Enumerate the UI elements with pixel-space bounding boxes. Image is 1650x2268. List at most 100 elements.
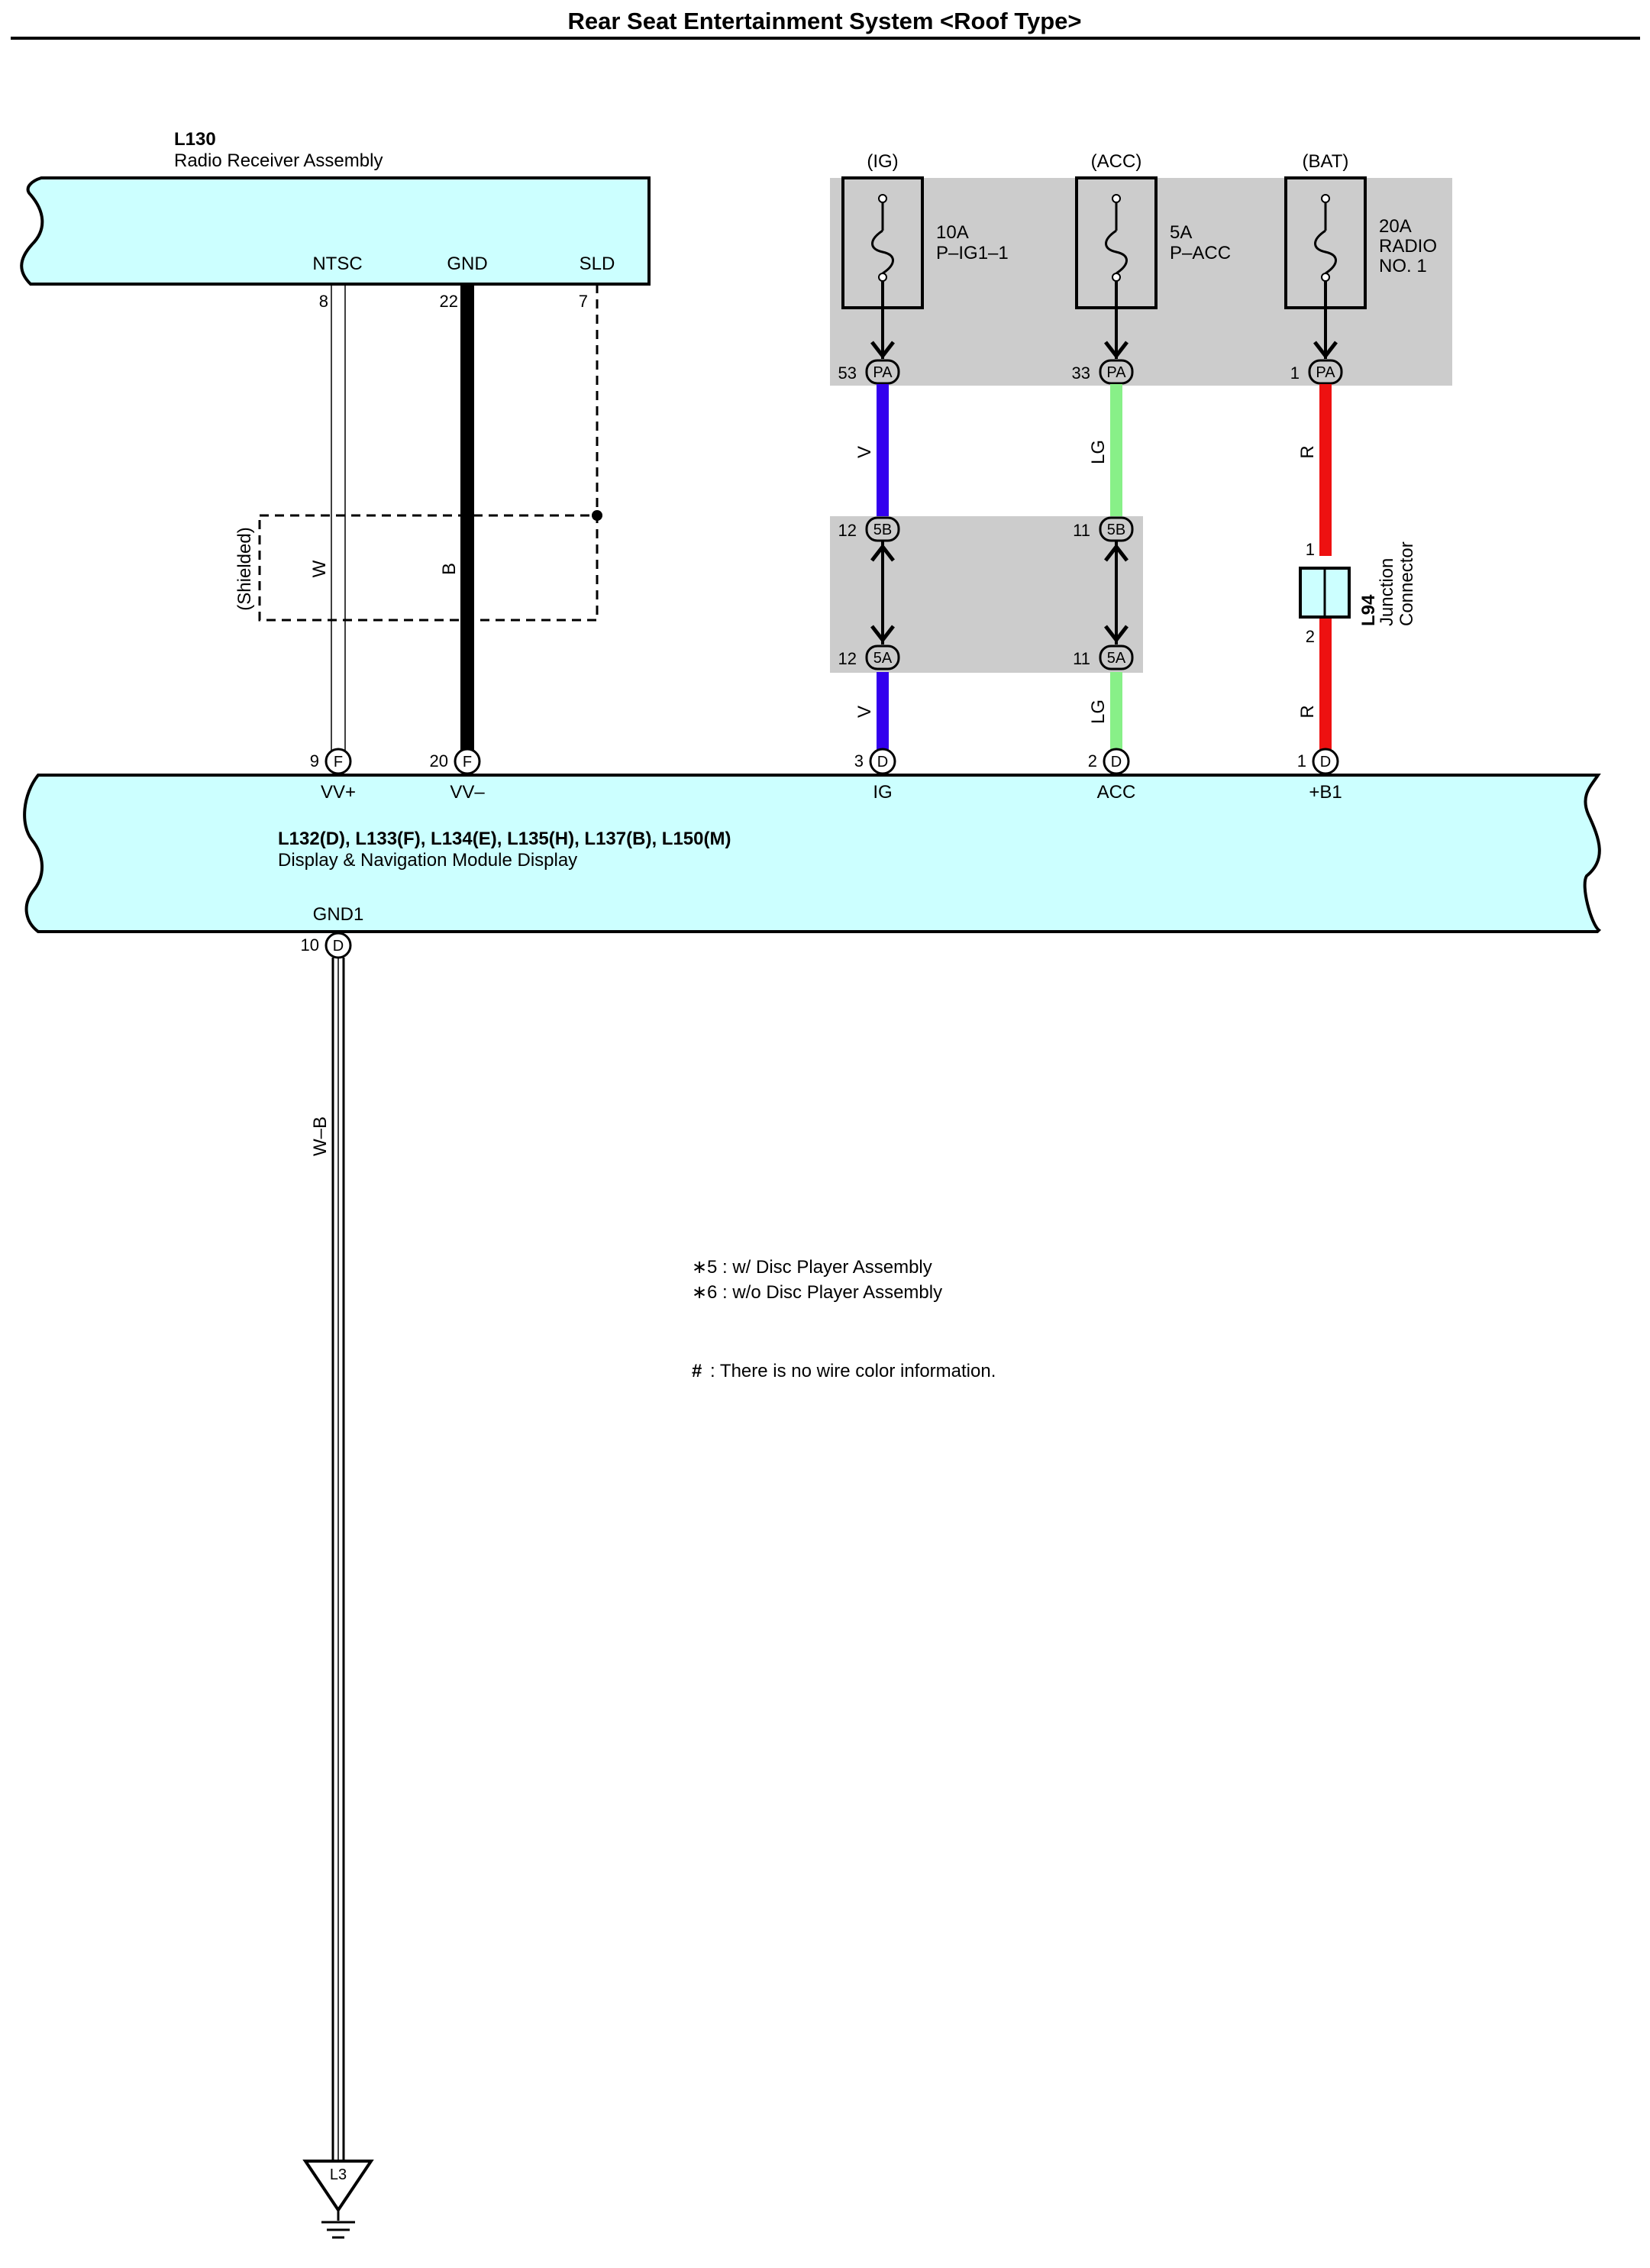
splice-connector-ig: 5B 12 5A 12 — [838, 516, 900, 670]
fuse-acc: (ACC) 5A P–ACC — [1075, 151, 1231, 309]
pin-number-ntsc: 8 — [319, 292, 328, 311]
fuse-rating-ig: 10A — [936, 222, 969, 243]
wire-color-w: W — [309, 560, 330, 577]
connector-f-vvplus: F — [334, 754, 343, 771]
shield-lines — [258, 284, 602, 622]
junction-connector: 1 2 L94 Junction Connector — [1299, 540, 1417, 646]
connector-5a-acc: 5A — [1107, 650, 1126, 667]
display-module-box — [23, 774, 1601, 933]
ground-symbol-icon — [321, 2221, 355, 2239]
fuse-symbol-icon — [1314, 229, 1337, 275]
fuse-name-acc: P–ACC — [1170, 243, 1231, 263]
radio-receiver-code: L130 — [174, 129, 216, 150]
display-ground-terminal: GND1 D 10 — [301, 904, 364, 959]
note-text-3: : There is no wire color information. — [710, 1361, 996, 1381]
connector-d-gnd1: D — [333, 938, 344, 955]
pin-b1: 1 — [1297, 751, 1306, 771]
note-text-2: 6 : w/o Disc Player Assembly — [707, 1282, 942, 1303]
pin-vvminus: 20 — [430, 751, 448, 771]
splice-connector-acc: 5B 11 5A 11 — [1073, 516, 1134, 670]
terminal-label-gnd1: GND1 — [313, 904, 364, 925]
connector-arrow-icon — [870, 341, 895, 360]
fuse-source-ig: (IG) — [867, 151, 898, 172]
terminal-label-sld: SLD — [580, 254, 615, 274]
wire-ntsc — [331, 284, 346, 751]
connector-5b-acc: 5B — [1107, 522, 1125, 538]
fuse-rating-acc: 5A — [1170, 222, 1192, 243]
junction-connector-name1: Junction — [1377, 558, 1397, 626]
wire-color-wb: W–B — [310, 1116, 331, 1156]
terminal-label-acc: ACC — [1097, 782, 1136, 803]
radio-receiver-assembly: L130 Radio Receiver Assembly NTSC GND SL… — [20, 129, 651, 311]
wire-color-v-upper: V — [854, 446, 875, 458]
connector-d-ig: D — [877, 754, 888, 771]
fuse-outputs — [870, 281, 1338, 360]
connector-arrow-icon — [1104, 341, 1129, 360]
wire-color-lg-upper: LG — [1088, 440, 1109, 464]
connector-d-b1: D — [1320, 754, 1331, 771]
radio-receiver-name: Radio Receiver Assembly — [174, 150, 383, 171]
ground-triangle — [302, 2160, 374, 2213]
fuse-name-bat: RADIO — [1379, 236, 1437, 257]
wire-color-lg-lower: LG — [1088, 699, 1109, 724]
note-text-1: 5 : w/ Disc Player Assembly — [707, 1257, 932, 1278]
connector-5b-ig: 5B — [873, 522, 892, 538]
connector-5a-ig: 5A — [873, 650, 893, 667]
junction-connector-code: L94 — [1358, 594, 1379, 626]
fuse-name2-bat: NO. 1 — [1379, 256, 1427, 276]
pa-connectors: PA 53 PA 33 PA 1 — [838, 359, 1343, 385]
junction-pin-bottom: 2 — [1306, 627, 1315, 646]
pin-5b-acc: 11 — [1073, 521, 1090, 540]
ground-point-code: L3 — [330, 2166, 347, 2183]
terminal-label-ntsc: NTSC — [312, 254, 362, 274]
notes: ∗ 5 : w/ Disc Player Assembly ∗ 6 : w/o … — [692, 1257, 996, 1381]
connector-arrow-icon — [870, 543, 895, 562]
pin-5a-acc: 11 — [1073, 649, 1090, 668]
fuse-source-bat: (BAT) — [1303, 151, 1349, 172]
connector-f-vvminus: F — [463, 754, 472, 771]
display-module-codes: L132(D), L133(F), L134(E), L135(H), L137… — [278, 829, 731, 849]
fuse-source-acc: (ACC) — [1091, 151, 1142, 172]
pin-vvplus: 9 — [310, 751, 319, 771]
fuse-bat: (BAT) 20A RADIO NO. 1 — [1284, 151, 1437, 309]
junction-connector-name2: Connector — [1397, 541, 1417, 626]
shield-splice-dot — [592, 510, 602, 521]
terminal-label-ig: IG — [873, 782, 892, 803]
note-mark-3: # — [692, 1361, 702, 1381]
terminal-label-gnd: GND — [447, 254, 487, 274]
wire-color-r-upper: R — [1297, 445, 1318, 458]
wire-color-r-lower: R — [1297, 705, 1318, 718]
radio-receiver-box — [20, 176, 651, 286]
pin-5b-ig: 12 — [838, 521, 857, 540]
connector-pa-ig: PA — [873, 364, 893, 381]
fuse-symbol-icon — [1105, 229, 1128, 275]
connector-pa-acc: PA — [1106, 364, 1126, 381]
note-mark-1: ∗ — [692, 1257, 707, 1278]
connector-arrow-icon — [1104, 543, 1129, 562]
wire-ground — [331, 958, 345, 2161]
fuse-name-ig: P–IG1–1 — [936, 243, 1009, 263]
pin-pa-acc: 33 — [1072, 363, 1090, 383]
connector-arrow-icon — [1313, 341, 1338, 360]
connector-arrow-icon — [1104, 625, 1129, 644]
display-module-name: Display & Navigation Module Display — [278, 850, 577, 871]
terminal-label-b1: +B1 — [1309, 782, 1342, 803]
pin-pa-ig: 53 — [838, 363, 857, 383]
pin-acc: 2 — [1088, 751, 1097, 771]
terminal-label-vvplus: VV+ — [321, 782, 356, 803]
wire-color-v-lower: V — [854, 706, 875, 718]
connector-arrow-icon — [870, 625, 895, 644]
connector-d-acc: D — [1111, 754, 1122, 771]
connector-pa-bat: PA — [1316, 364, 1335, 381]
fuse-rating-bat: 20A — [1379, 216, 1412, 237]
pin-number-sld: 7 — [579, 292, 588, 311]
note-mark-2: ∗ — [692, 1282, 707, 1303]
junction-pin-top: 1 — [1306, 540, 1315, 559]
pin-number-gnd: 22 — [440, 292, 458, 311]
page-title: Rear Seat Entertainment System <Roof Typ… — [567, 8, 1081, 34]
pin-5a-ig: 12 — [838, 649, 857, 668]
pin-gnd1: 10 — [301, 935, 319, 955]
display-navigation-module: L132(D), L133(F), L134(E), L135(H), L137… — [23, 774, 1601, 933]
fuse-block — [830, 178, 1452, 386]
